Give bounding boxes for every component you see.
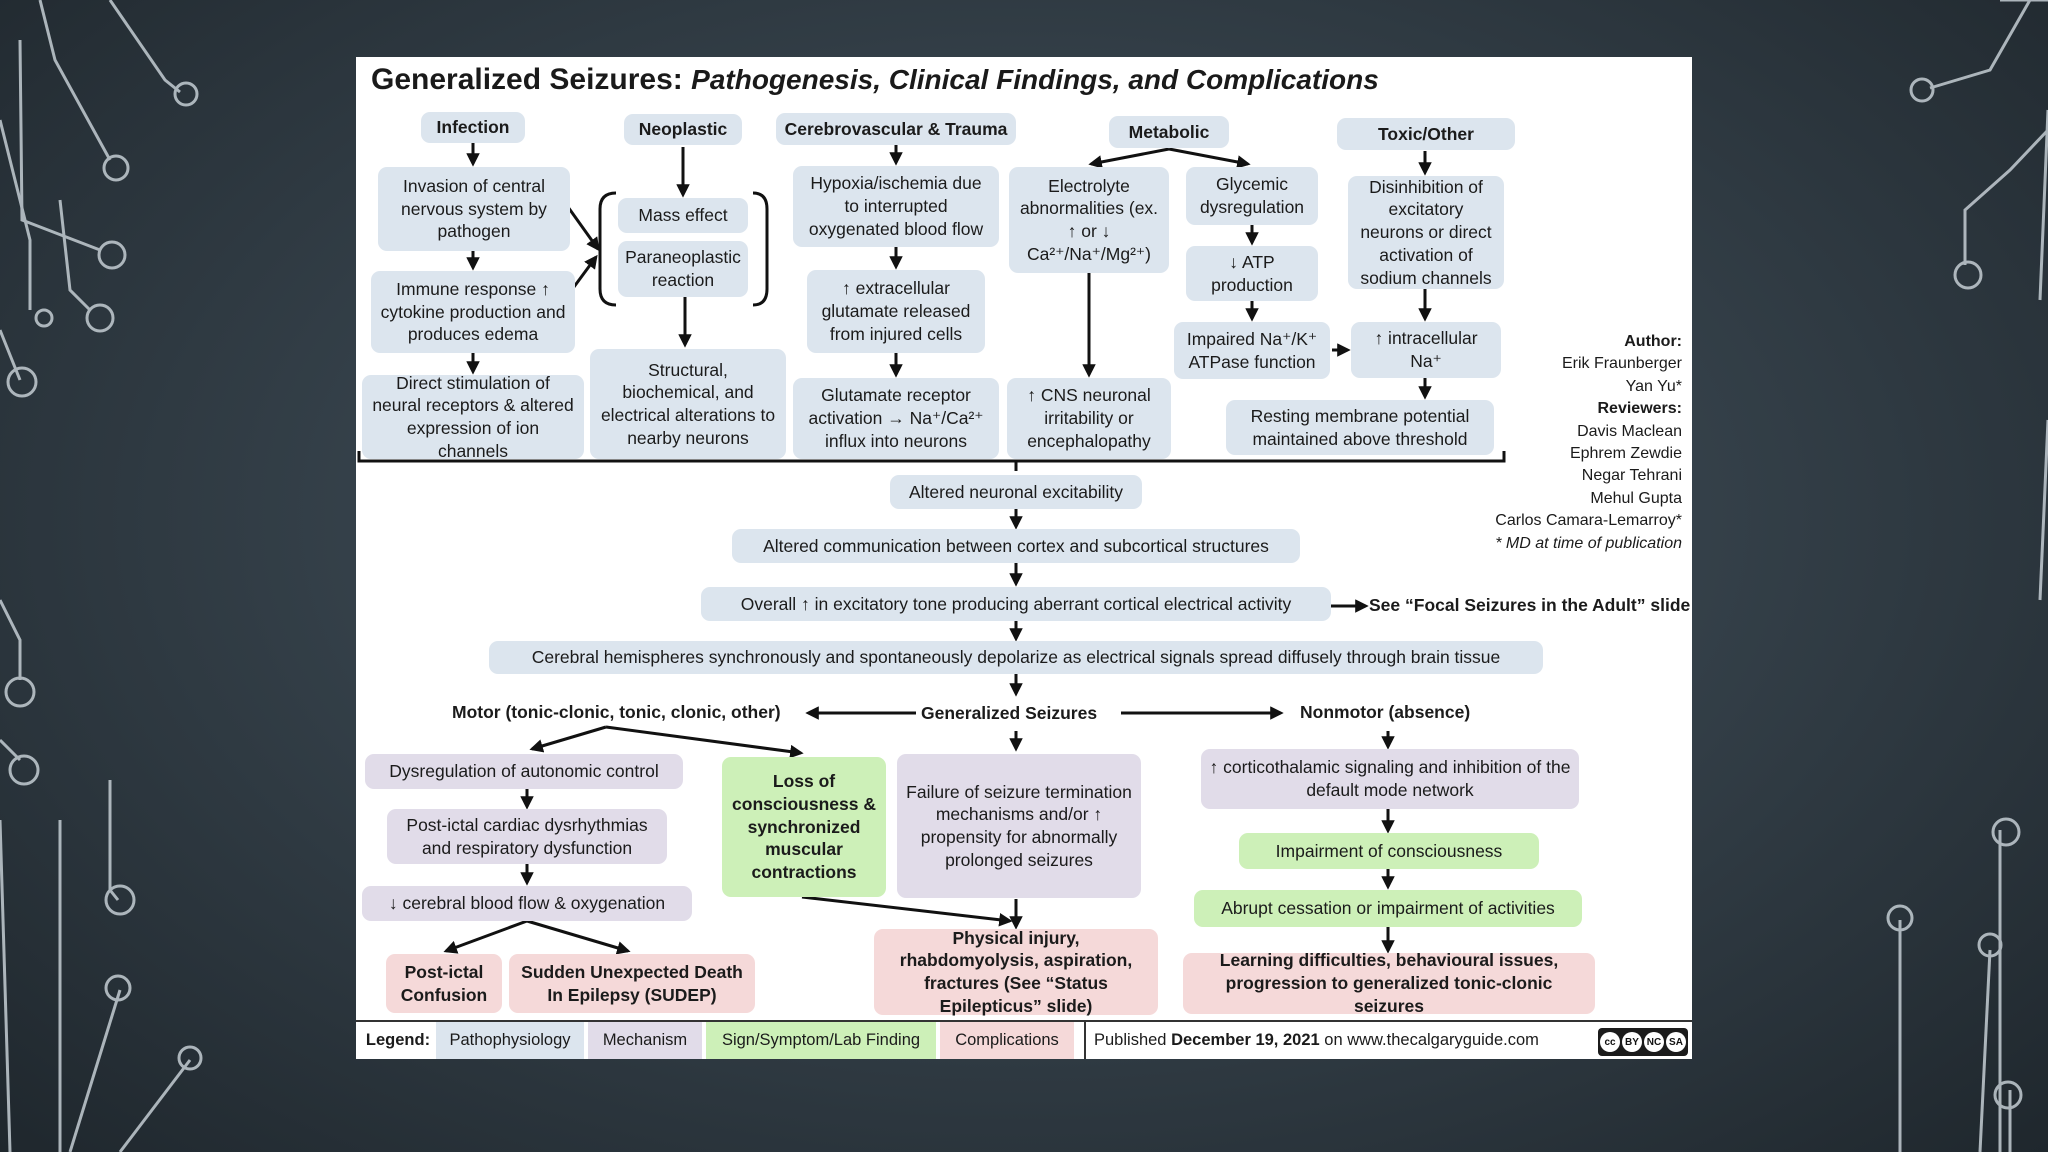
infection-invasion: Invasion of central nervous system by pa… bbox=[378, 167, 570, 251]
hemispheres-depolarize: Cerebral hemispheres synchronously and s… bbox=[489, 641, 1543, 674]
neoplastic-mass-effect: Mass effect bbox=[618, 198, 748, 233]
legend-divider bbox=[1084, 1022, 1086, 1059]
generalized-seizures-label: Generalized Seizures bbox=[921, 702, 1098, 723]
excitatory-tone: Overall ↑ in excitatory tone producing a… bbox=[701, 587, 1331, 621]
motor-label: Motor (tonic-clonic, tonic, clonic, othe… bbox=[452, 701, 781, 722]
author-label: Author bbox=[1624, 333, 1677, 350]
altered-neuronal-excitability: Altered neuronal excitability bbox=[890, 475, 1142, 509]
loss-of-consciousness: Loss of consciousness & synchronized mus… bbox=[722, 757, 886, 897]
resting-membrane-potential: Resting membrane potential maintained ab… bbox=[1226, 400, 1494, 455]
cerebral-blood-flow: ↓ cerebral blood flow & oxygenation bbox=[362, 886, 692, 921]
physical-injury: Physical injury, rhabdomyolysis, aspirat… bbox=[874, 928, 1158, 1016]
impairment-of-consciousness: Impairment of consciousness bbox=[1239, 833, 1539, 869]
title-subtitle: Pathogenesis, Clinical Findings, and Com… bbox=[691, 64, 1379, 95]
metabolic-header: Metabolic bbox=[1109, 116, 1229, 148]
metabolic-atpase: Impaired Na⁺/K⁺ ATPase function bbox=[1174, 322, 1330, 379]
cerebrovascular-hypoxia: Hypoxia/ischemia due to interrupted oxyg… bbox=[793, 166, 999, 247]
autonomic-dysregulation: Dysregulation of autonomic control bbox=[365, 754, 683, 789]
neoplastic-alterations: Structural, biochemical, and electrical … bbox=[590, 349, 786, 459]
flow-arrows bbox=[357, 143, 1506, 955]
legend-pathophysiology: Pathophysiology bbox=[436, 1022, 584, 1059]
infographic-slide: Generalized Seizures: Pathogenesis, Clin… bbox=[356, 57, 1692, 1059]
metabolic-cns-irritability: ↑ CNS neuronal irritability or encephalo… bbox=[1007, 378, 1171, 459]
reviewer-name: Carlos Camara-Lemarroy* bbox=[1495, 512, 1682, 530]
focal-seizures-link[interactable]: See “Focal Seizures in the Adult” slide bbox=[1369, 594, 1691, 615]
post-ictal-cardiac: Post-ictal cardiac dysrhythmias and resp… bbox=[387, 809, 667, 864]
toxic-header: Toxic/Other bbox=[1337, 118, 1515, 150]
published-date: December 19, 2021 bbox=[1171, 1031, 1320, 1049]
legend-label: Legend: bbox=[365, 1031, 431, 1049]
cerebrovascular-receptor-activation: Glutamate receptor activation → Na⁺/Ca²⁺… bbox=[793, 378, 999, 459]
published-site[interactable]: on www.thecalgaryguide.com bbox=[1324, 1031, 1539, 1049]
cerebrovascular-glutamate: ↑ extracellular glutamate released from … bbox=[807, 270, 985, 353]
metabolic-glycemic: Glycemic dysregulation bbox=[1186, 167, 1318, 225]
legend-sign-symptom: Sign/Symptom/Lab Finding bbox=[706, 1022, 936, 1059]
authors-block: Author: Erik Fraunberger Yan Yu* Reviewe… bbox=[1422, 331, 1682, 555]
learning-difficulties: Learning difficulties, behavioural issue… bbox=[1183, 950, 1595, 1016]
failure-termination: Failure of seizure termination mechanism… bbox=[897, 754, 1141, 898]
nonmotor-label: Nonmotor (absence) bbox=[1300, 701, 1471, 722]
abrupt-cessation: Abrupt cessation or impairment of activi… bbox=[1194, 890, 1582, 927]
infection-header: Infection bbox=[421, 112, 525, 143]
reviewer-label: Reviewers bbox=[1597, 400, 1677, 418]
published-info: Published December 19, 2021 on www.theca… bbox=[1094, 1022, 1574, 1059]
metabolic-electrolyte: Electrolyte abnormalities (ex. ↑ or ↓ Ca… bbox=[1009, 167, 1169, 273]
toxic-intracellular-na: ↑ intracellular Na⁺ bbox=[1351, 322, 1501, 378]
page-title: Generalized Seizures: Pathogenesis, Clin… bbox=[371, 63, 1379, 97]
legend-mechanism: Mechanism bbox=[588, 1022, 702, 1059]
toxic-disinhibition: Disinhibition of excitatory neurons or d… bbox=[1348, 176, 1504, 289]
reviewer-name: Mehul Gupta bbox=[1590, 489, 1682, 507]
legend-bar: Legend: Pathophysiology Mechanism Sign/S… bbox=[356, 1020, 1692, 1059]
legend-complications: Complications bbox=[940, 1022, 1074, 1059]
sudep: Sudden Unexpected Death In Epilepsy (SUD… bbox=[509, 954, 755, 1013]
infection-direct-stimulation: Direct stimulation of neural receptors &… bbox=[362, 373, 584, 461]
neoplastic-header: Neoplastic bbox=[624, 114, 742, 145]
publication-note: * MD at time of publication bbox=[1495, 534, 1682, 552]
infection-immune-response: Immune response ↑ cytokine production an… bbox=[371, 271, 575, 353]
reviewer-name: Ephrem Zewdie bbox=[1569, 445, 1682, 463]
reviewer-name: Negar Tehrani bbox=[1581, 467, 1682, 485]
title-main: Generalized Seizures: bbox=[371, 63, 683, 96]
published-prefix: Published bbox=[1094, 1031, 1167, 1049]
altered-communication: Altered communication between cortex and… bbox=[732, 529, 1300, 563]
metabolic-atp: ↓ ATP production bbox=[1186, 246, 1318, 301]
post-ictal-confusion: Post-ictal Confusion bbox=[386, 954, 502, 1013]
corticothalamic-signaling: ↑ corticothalamic signaling and inhibiti… bbox=[1201, 749, 1579, 809]
author-name: Yan Yu* bbox=[1625, 377, 1682, 395]
reviewer-name: Davis Maclean bbox=[1577, 422, 1682, 440]
cerebrovascular-header: Cerebrovascular & Trauma bbox=[776, 113, 1016, 145]
neoplastic-paraneoplastic: Paraneoplastic reaction bbox=[618, 241, 748, 297]
author-name: Erik Fraunberger bbox=[1561, 355, 1682, 373]
